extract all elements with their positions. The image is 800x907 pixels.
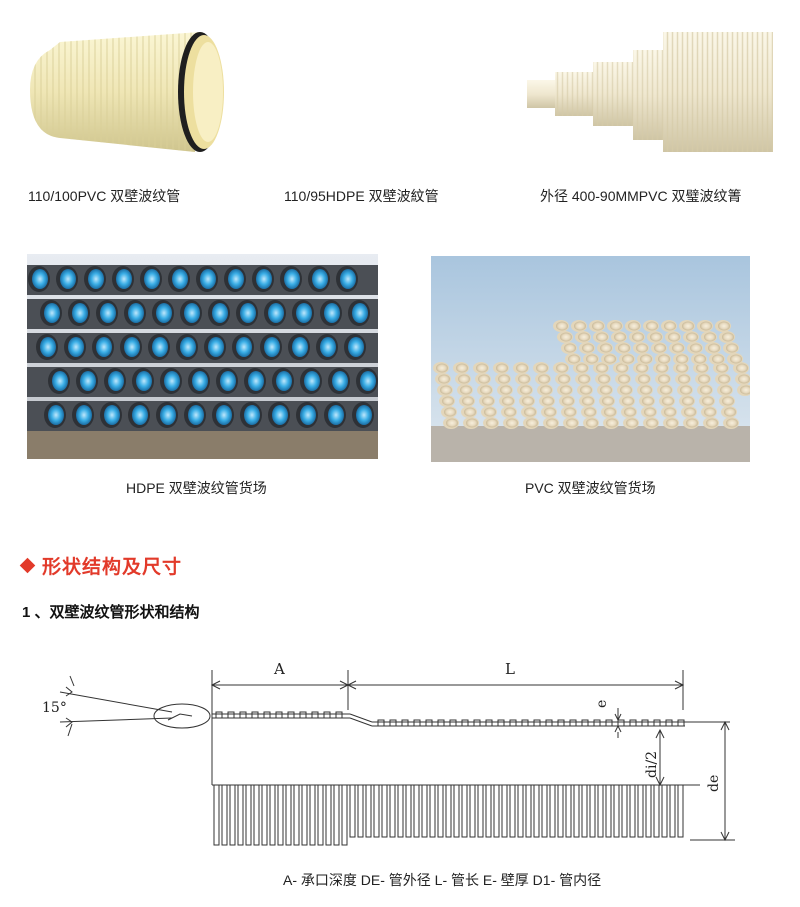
diagram-legend: A- 承口深度 DE- 管外径 L- 管长 E- 壁厚 D1- 管内径	[283, 872, 602, 888]
dim-label-di2: di/2	[644, 751, 660, 778]
yard-caption-hdpe: HDPE 双壁波纹管货场	[126, 480, 267, 496]
yard-photo-pvc	[431, 256, 750, 462]
product-photo-pvc-110	[20, 20, 250, 160]
yard-caption-pvc: PVC 双壁波纹管货场	[525, 480, 656, 496]
angle-label: 15°	[42, 700, 67, 716]
diamond-icon	[19, 557, 36, 574]
yard-photo-hdpe	[27, 254, 378, 459]
section-heading: 形状结构及尺寸	[19, 552, 183, 579]
dim-label-e: e	[594, 700, 610, 708]
dim-label-de: de	[706, 775, 722, 792]
product-caption-2: 110/95HDPE 双壁波紋管	[284, 188, 439, 204]
product-caption-3: 外径 400-90MMPVC 双璧波纹箐	[540, 188, 742, 204]
dim-label-a: A	[273, 660, 285, 678]
section-title: 形状结构及尺寸	[42, 556, 183, 578]
product-photo-pvc-400-90	[525, 20, 780, 160]
product-caption-1: 110/100PVC 双壁波纹管	[28, 188, 181, 204]
dim-label-l: L	[505, 660, 515, 678]
section-subheading: 1 、双壁波纹管形状和结构	[22, 604, 200, 621]
pipe-structure-diagram: A L e di/2 de 15°	[0, 640, 800, 865]
